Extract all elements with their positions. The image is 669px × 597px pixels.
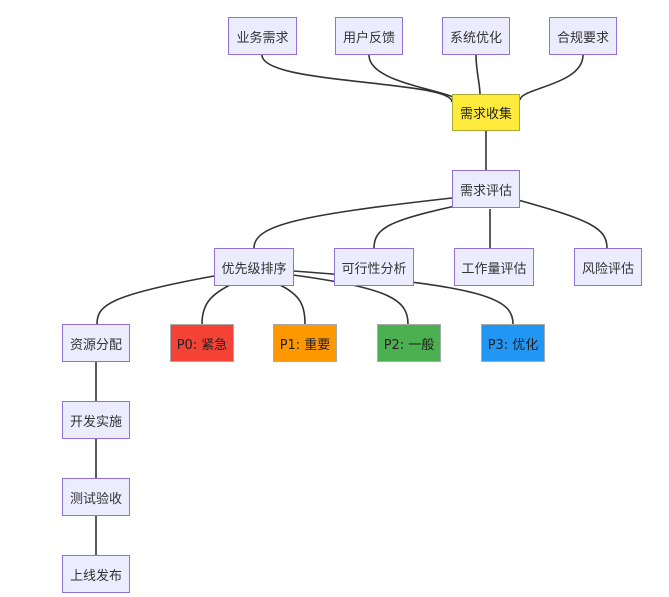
node-requirement-collection[interactable]: 需求收集 <box>452 94 520 131</box>
node-p1-important[interactable]: P1: 重要 <box>273 324 337 362</box>
edge-priority-p2 <box>292 274 409 325</box>
node-p3-optimize[interactable]: P3: 优化 <box>481 324 545 362</box>
edge-priority-p1 <box>279 284 306 325</box>
edge-evaluate-priority <box>253 197 453 249</box>
edge-sysopt-collect <box>475 54 481 95</box>
node-system-optimization[interactable]: 系统优化 <box>442 17 510 55</box>
edge-compliance-collect <box>519 54 584 101</box>
node-risk-evaluation[interactable]: 风险评估 <box>574 248 642 286</box>
node-p2-normal[interactable]: P2: 一般 <box>377 324 441 362</box>
edge-feedback-collect <box>368 54 461 103</box>
node-feasibility-analysis[interactable]: 可行性分析 <box>334 248 414 286</box>
edge-priority-p0 <box>201 284 231 325</box>
edge-evaluate-feasibility <box>373 204 461 249</box>
edge-evaluate-risk <box>517 199 608 249</box>
node-workload-evaluation[interactable]: 工作量评估 <box>454 248 534 286</box>
node-development[interactable]: 开发实施 <box>62 401 130 439</box>
edge-biz-collect <box>261 54 453 103</box>
node-compliance-requirements[interactable]: 合规要求 <box>549 17 617 55</box>
node-testing-acceptance[interactable]: 测试验收 <box>62 478 130 516</box>
node-business-requirements[interactable]: 业务需求 <box>228 17 297 55</box>
node-user-feedback[interactable]: 用户反馈 <box>335 17 403 55</box>
node-priority-sorting[interactable]: 优先级排序 <box>214 248 294 286</box>
node-requirement-evaluation[interactable]: 需求评估 <box>452 170 520 208</box>
node-resource-allocation[interactable]: 资源分配 <box>62 324 130 362</box>
edge-priority-resource <box>96 275 215 325</box>
node-release[interactable]: 上线发布 <box>62 555 130 593</box>
node-p0-urgent[interactable]: P0: 紧急 <box>170 324 234 362</box>
